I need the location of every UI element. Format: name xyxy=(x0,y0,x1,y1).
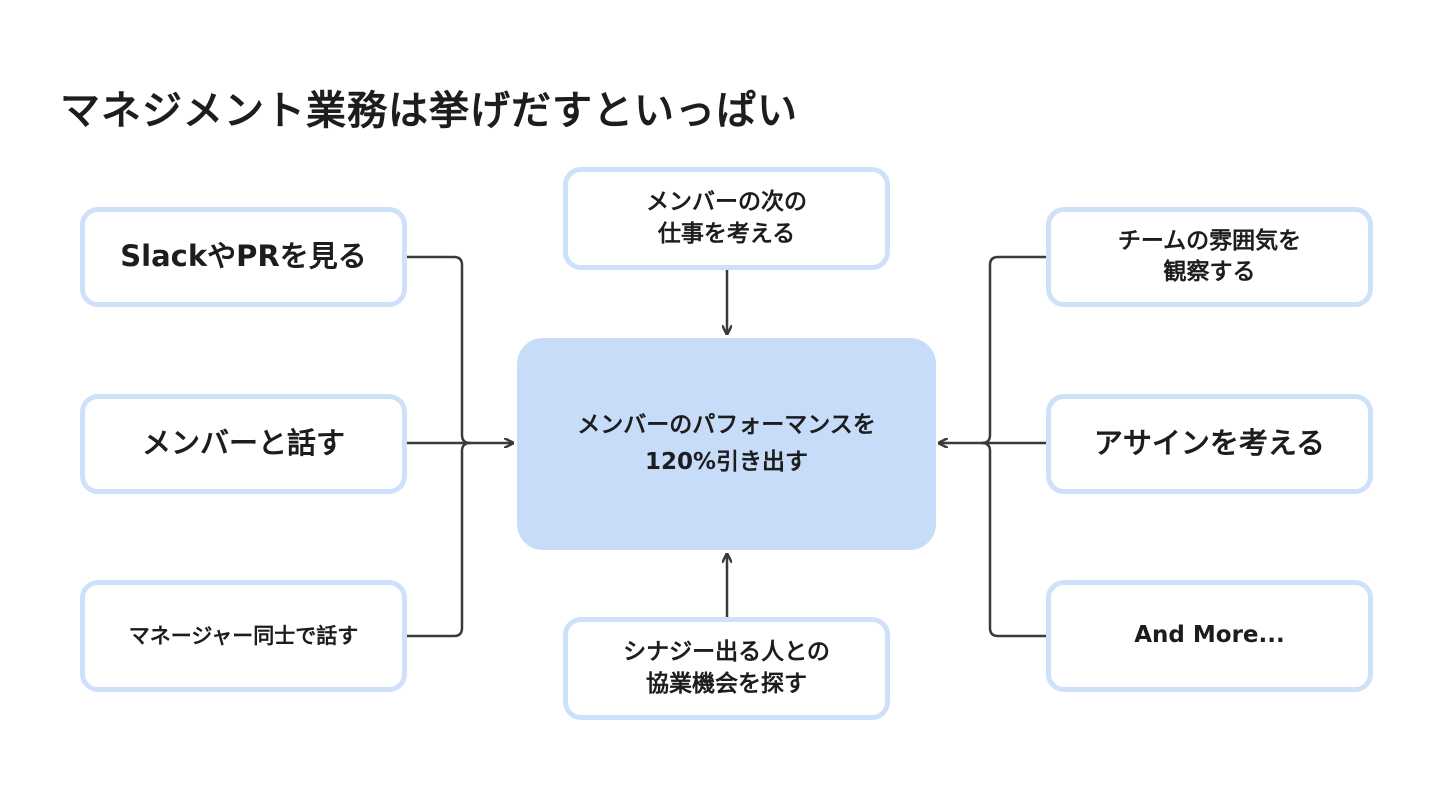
node-bottom: シナジー出る人との 協業機会を探す xyxy=(563,617,890,720)
center-node-line-1: メンバーのパフォーマンスを xyxy=(577,412,876,439)
node-top: メンバーの次の 仕事を考える xyxy=(563,167,890,270)
diagram-title: マネジメント業務は挙げだすといっぱい xyxy=(60,88,798,134)
center-node-line-2: 120%引き出す xyxy=(644,449,809,475)
node-left-1: SlackやPRを見る xyxy=(80,207,407,307)
node-bottom-line-1: シナジー出る人との xyxy=(623,639,830,666)
node-right-3-label: And More... xyxy=(1134,622,1285,649)
node-right-1: チームの雰囲気を 観察する xyxy=(1046,207,1373,307)
connector-right-top xyxy=(980,255,1051,445)
node-right-2-label: アサインを考える xyxy=(1093,426,1326,461)
center-node: メンバーのパフォーマンスを 120%引き出す xyxy=(517,338,936,550)
node-right-3: And More... xyxy=(1046,580,1373,692)
connector-right-bottom xyxy=(980,441,1051,638)
node-bottom-line-2: 協業機会を探す xyxy=(646,670,807,697)
node-right-1-line-1: チームの雰囲気を xyxy=(1117,227,1302,254)
connector-left-bottom xyxy=(403,441,472,638)
node-left-2-label: メンバーと話す xyxy=(141,426,345,461)
connector-left-top xyxy=(403,255,472,445)
node-top-line-2: 仕事を考える xyxy=(657,220,796,247)
node-left-2: メンバーと話す xyxy=(80,394,407,494)
node-right-2: アサインを考える xyxy=(1046,394,1373,494)
node-right-1-line-2: 観察する xyxy=(1163,259,1256,285)
node-left-3: マネージャー同士で話す xyxy=(80,580,407,692)
node-left-1-label: SlackやPRを見る xyxy=(120,239,367,274)
node-top-line-1: メンバーの次の xyxy=(646,189,807,216)
node-left-3-label: マネージャー同士で話す xyxy=(128,623,359,648)
